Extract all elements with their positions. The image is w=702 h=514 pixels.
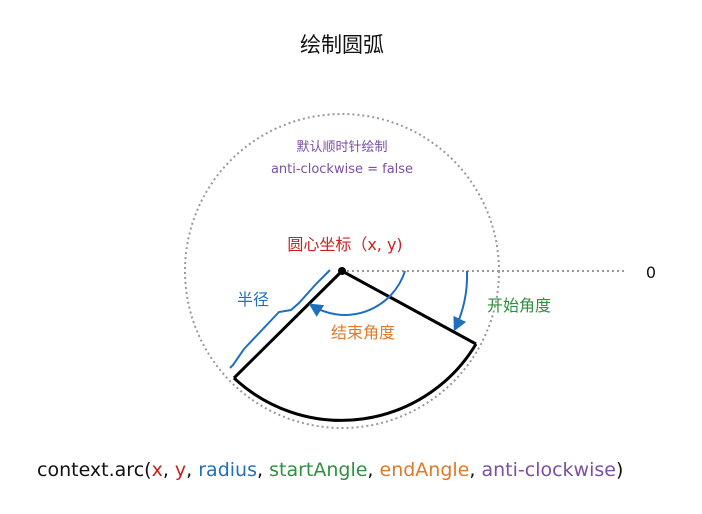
signature-separator: , bbox=[469, 459, 481, 481]
signature-separator: , bbox=[163, 459, 175, 481]
drawn-arc bbox=[232, 343, 478, 422]
signature-prefix: context.arc( bbox=[37, 459, 152, 481]
signature-separator: , bbox=[186, 459, 198, 481]
center-point bbox=[338, 267, 346, 275]
end-angle-arrow bbox=[308, 270, 406, 317]
radius-brace bbox=[229, 269, 331, 369]
start-angle-label: 开始角度 bbox=[487, 296, 551, 315]
default-direction-label: 默认顺时针绘制 bbox=[296, 139, 387, 155]
signature-separator: , bbox=[257, 459, 269, 481]
center-label: 圆心坐标（x, y) bbox=[287, 235, 402, 254]
radius-line-start bbox=[341, 269, 477, 346]
signature-anticlockwise: anti-clockwise bbox=[481, 459, 615, 481]
page-title: 绘制圆弧 bbox=[300, 33, 384, 57]
radius-label: 半径 bbox=[237, 290, 269, 309]
anticlockwise-value-label: anti-clockwise = false bbox=[271, 162, 413, 177]
arc-signature: context.arc(x, y, radius, startAngle, en… bbox=[37, 459, 623, 481]
signature-separator: , bbox=[367, 459, 379, 481]
radius-line-end bbox=[232, 269, 344, 380]
signature-start-angle: startAngle bbox=[269, 459, 367, 481]
end-angle-label: 结束角度 bbox=[331, 323, 395, 342]
signature-end-angle: endAngle bbox=[380, 459, 470, 481]
signature-suffix: ) bbox=[616, 459, 623, 481]
zero-label: 0 bbox=[646, 263, 656, 282]
signature-radius: radius bbox=[198, 459, 257, 481]
start-angle-arrow bbox=[453, 270, 469, 332]
signature-x: x bbox=[152, 459, 163, 481]
signature-y: y bbox=[175, 459, 186, 481]
